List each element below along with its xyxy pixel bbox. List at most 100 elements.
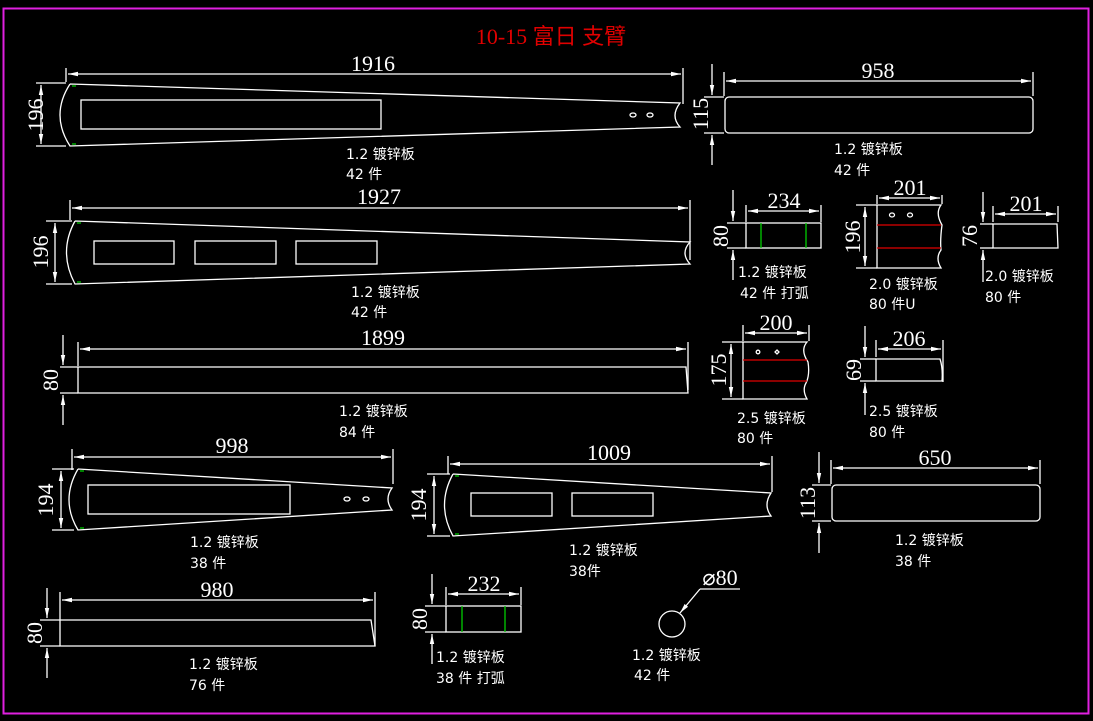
channel-outline (742, 341, 810, 400)
quantity-note: 80 件 (869, 425, 905, 441)
quantity-note: 42 件 (351, 305, 387, 321)
strip-outline (745, 222, 822, 249)
dim-height: 196 (840, 221, 865, 254)
mount-hole (774, 349, 780, 355)
plate-outline (724, 96, 1034, 134)
material-note: 1.2 镀锌板 (339, 403, 408, 420)
dim-length: 232 (468, 571, 501, 596)
disc-outline (658, 610, 686, 638)
dim-length: 234 (768, 188, 801, 213)
dim-height: 196 (23, 99, 48, 132)
mount-hole (888, 212, 896, 218)
plate-outline (875, 358, 943, 382)
dim-height: 76 (957, 225, 982, 247)
drawing-title: 10-15 富日 支臂 (476, 24, 626, 49)
dim-length: 201 (894, 175, 927, 200)
window-cutout (93, 240, 175, 265)
window-cutout (571, 492, 654, 517)
material-note: 2.0 镀锌板 (985, 268, 1054, 285)
part-1899-strip[interactable] (60, 335, 689, 425)
part-1009-arm[interactable] (427, 456, 773, 537)
dim-height: 115 (688, 98, 713, 130)
quantity-note: 38件 (569, 564, 601, 580)
arm-outline (68, 468, 394, 531)
strip-outline (59, 619, 376, 647)
dim-height: 194 (406, 489, 431, 522)
window-cutout (470, 492, 553, 517)
dim-length: 1009 (587, 440, 631, 465)
mount-hole (646, 112, 654, 118)
plate-outline (831, 484, 1041, 522)
part-650-plate[interactable] (812, 452, 1041, 553)
material-note: 1.2 镀锌板 (834, 141, 903, 158)
dim-height: 175 (706, 354, 731, 387)
part-206-small[interactable] (860, 326, 944, 415)
material-note: 2.5 镀锌板 (737, 410, 806, 427)
part-1916-arm[interactable] (36, 68, 684, 147)
part-80-disc[interactable] (658, 588, 740, 638)
material-note: 1.2 镀锌板 (190, 534, 259, 551)
quantity-note: 84 件 (339, 425, 375, 441)
dim-length: 206 (893, 326, 926, 351)
part-201-small[interactable] (980, 192, 1059, 282)
material-note: 1.2 镀锌板 (189, 656, 258, 673)
dim-length: 980 (201, 577, 234, 602)
mount-hole (629, 112, 637, 118)
material-note: 1.2 镀锌板 (436, 649, 505, 666)
part-958-plate[interactable] (704, 64, 1034, 165)
dim-length: 201 (1010, 191, 1043, 216)
bend-mark (455, 475, 459, 535)
arm-outline (65, 220, 692, 285)
part-998-arm[interactable] (52, 449, 394, 531)
dim-height: 69 (841, 359, 866, 381)
dim-height: 194 (33, 484, 58, 517)
window-cutout (87, 484, 291, 515)
bend-mark (80, 470, 84, 529)
part-980-strip[interactable] (40, 588, 376, 678)
channel-outline (876, 204, 943, 269)
material-note: 1.2 镀锌板 (346, 146, 415, 163)
quantity-note: 76 件 (189, 678, 225, 694)
window-cutout (80, 99, 382, 130)
arm-outline (59, 83, 682, 147)
dim-length: 998 (216, 433, 249, 458)
dim-length: 958 (862, 58, 895, 83)
window-cutout (295, 240, 378, 265)
strip-outline (77, 366, 689, 394)
part-201-u-channel[interactable] (856, 195, 943, 269)
dim-length: 1927 (357, 184, 401, 209)
mount-hole (906, 212, 914, 218)
window-cutout (194, 240, 277, 265)
part-1927-arm[interactable] (46, 200, 692, 285)
mount-hole (362, 496, 370, 502)
leader-arrow (679, 588, 701, 614)
material-note: 2.5 镀锌板 (869, 403, 938, 420)
mount-hole (755, 349, 761, 355)
quantity-note: 80 件 (737, 431, 773, 447)
quantity-note: 38 件 (190, 556, 226, 572)
material-note: 1.2 镀锌板 (738, 264, 807, 281)
bend-mark (72, 85, 76, 145)
plate-outline (992, 223, 1059, 249)
dim-height: 196 (28, 236, 53, 269)
part-234-strip[interactable] (727, 190, 822, 280)
strip-outline (445, 605, 522, 633)
drawing-frame (2, 7, 1090, 715)
quantity-note: 42 件 打弧 (740, 285, 809, 302)
dim-length: 650 (919, 445, 952, 470)
part-232-strip[interactable] (425, 574, 522, 664)
dim-length: 200 (760, 310, 793, 335)
material-note: 1.2 镀锌板 (895, 532, 964, 549)
material-note: 1.2 镀锌板 (632, 647, 701, 664)
material-note: 1.2 镀锌板 (569, 542, 638, 559)
quantity-note: 42 件 (346, 167, 382, 183)
material-note: 1.2 镀锌板 (351, 284, 420, 301)
quantity-note: 80 件 (985, 290, 1021, 306)
dim-height: 80 (708, 225, 733, 247)
quantity-note: 80 件U (869, 297, 916, 313)
quantity-note: 42 件 (834, 163, 870, 179)
part-200-u-channel[interactable] (722, 325, 810, 400)
quantity-note: 38 件 (895, 554, 931, 570)
dim-height: 80 (22, 622, 47, 644)
